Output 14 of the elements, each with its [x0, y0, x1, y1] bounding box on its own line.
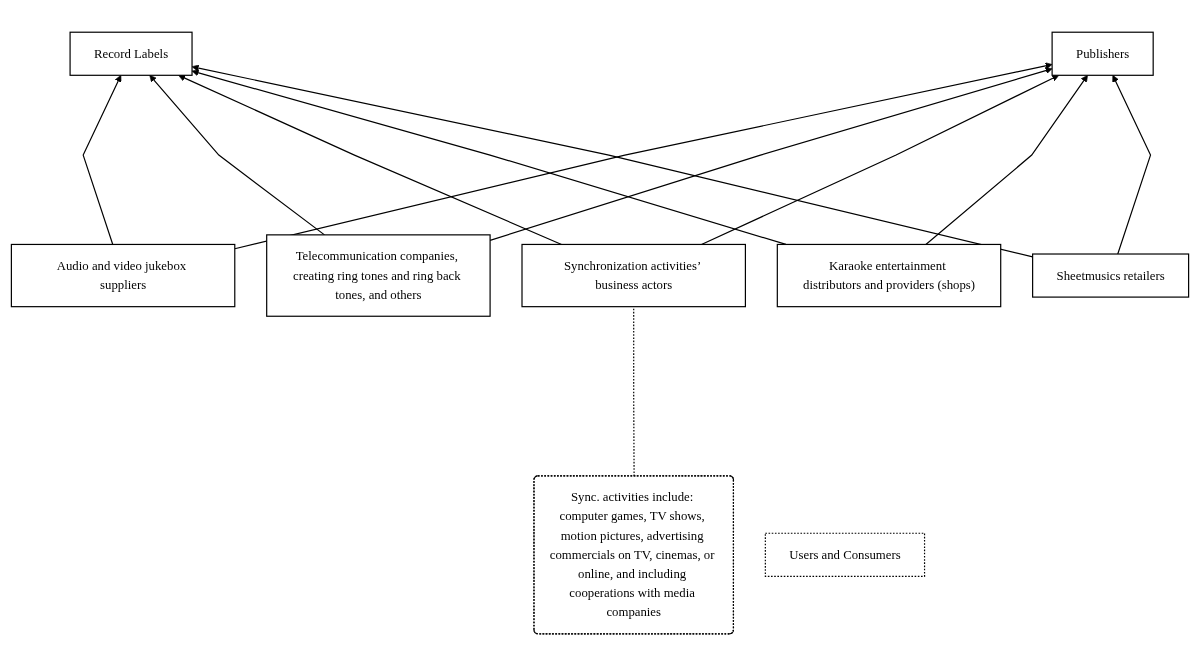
- node-box: Synchronization activities’ business actors: [521, 243, 746, 308]
- node-box: Telecommunication companies, creating ring tones and ring back tones, and others: [266, 234, 491, 317]
- arrow: [149, 75, 326, 236]
- node-box: Karaoke entertainment distributors and providers (shops): [776, 243, 1002, 308]
- node-box: Audio and video jukebox suppliers: [10, 243, 236, 308]
- arrow: [700, 74, 1060, 246]
- node-box: Record Labels: [69, 31, 193, 76]
- arrow: [925, 75, 1088, 246]
- node-box: Sheetmusics retailers: [1032, 253, 1190, 298]
- arrow: [1112, 75, 1152, 255]
- node-box: Users and Consumers: [764, 532, 926, 577]
- node-box: Publishers: [1051, 31, 1154, 76]
- arrow: [178, 74, 563, 246]
- arrow: [82, 75, 122, 246]
